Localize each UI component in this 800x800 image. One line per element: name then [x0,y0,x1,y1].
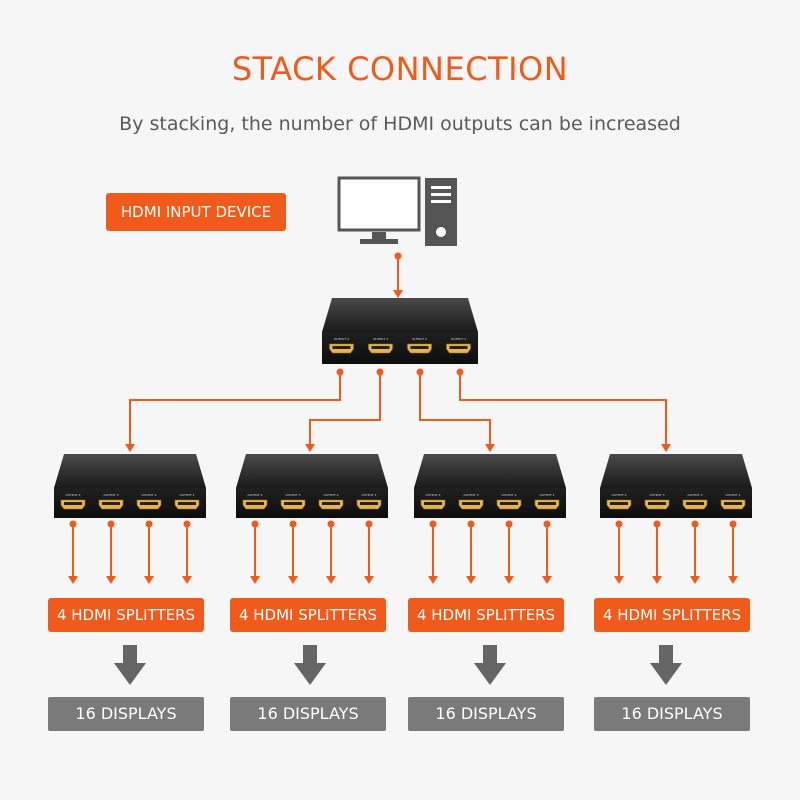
arrow-head [652,576,662,584]
arrow-head [542,576,552,584]
arrow-head [250,576,260,584]
port-label: OUTPUT 2 [412,337,427,341]
splitters-label: 4 HDMI SPLITTERS [48,598,204,632]
arrow-head [485,444,495,452]
connection-line [309,372,381,444]
arrow-head [182,576,192,584]
port-label: OUTPUT 1 [361,493,376,497]
port-label: OUTPUT 2 [323,493,338,497]
port-label: OUTPUT 3 [103,493,118,497]
port-label: OUTPUT 4 [65,493,80,497]
port-label: OUTPUT 1 [451,337,466,341]
port-label: OUTPUT 3 [463,493,478,497]
displays-label: 16 DISPLAYS [230,697,386,731]
connection-line [459,372,667,444]
arrow-head [393,290,403,298]
arrow-head [364,576,374,584]
port-label: OUTPUT 4 [611,493,626,497]
displays-label: 16 DISPLAYS [408,697,564,731]
hdmi-splitter-device: OUTPUT 4 OUTPUT 3 OUTPUT 2 OUTPUT 1 [54,454,206,518]
port-label: OUTPUT 3 [649,493,664,497]
arrow-head [614,576,624,584]
splitters-label: 4 HDMI SPLITTERS [594,598,750,632]
input-device-label: HDMI INPUT DEVICE [106,193,286,231]
splitters-label: 4 HDMI SPLITTERS [408,598,564,632]
arrow-head [305,444,315,452]
page-subtitle: By stacking, the number of HDMI outputs … [119,113,681,135]
monitor-icon [337,176,421,244]
arrow-head [106,576,116,584]
port-label: OUTPUT 3 [373,337,388,341]
hdmi-splitter-device: OUTPUT 4 OUTPUT 3 OUTPUT 2 OUTPUT 1 [600,454,752,518]
page-title: STACK CONNECTION [231,50,569,88]
down-arrows [114,645,682,685]
down-arrow-icon [294,645,326,685]
splitters-label: 4 HDMI SPLITTERS [230,598,386,632]
hdmi-splitter-device: OUTPUT 4 OUTPUT 3 OUTPUT 2 OUTPUT 1 [322,298,478,364]
arrow-head [428,576,438,584]
port-label: OUTPUT 4 [334,337,349,341]
port-label: OUTPUT 4 [247,493,262,497]
port-label: OUTPUT 1 [179,493,194,497]
arrow-head [466,576,476,584]
arrow-head [690,576,700,584]
arrow-head [288,576,298,584]
down-arrow-icon [650,645,682,685]
port-label: OUTPUT 1 [539,493,554,497]
hdmi-splitter-device: OUTPUT 4 OUTPUT 3 OUTPUT 2 OUTPUT 1 [414,454,566,518]
arrow-head [68,576,78,584]
port-label: OUTPUT 2 [501,493,516,497]
down-arrow-icon [114,645,146,685]
displays-label: 16 DISPLAYS [48,697,204,731]
arrow-head [125,444,135,452]
pc-tower-icon [425,178,457,246]
hdmi-splitter-device: OUTPUT 4 OUTPUT 3 OUTPUT 2 OUTPUT 1 [236,454,388,518]
port-label: OUTPUT 4 [425,493,440,497]
port-label: OUTPUT 2 [141,493,156,497]
connection-wires [68,252,738,584]
port-label: OUTPUT 2 [687,493,702,497]
displays-label: 16 DISPLAYS [594,697,750,731]
arrow-head [504,576,514,584]
arrow-head [326,576,336,584]
port-label: OUTPUT 3 [285,493,300,497]
connection-line [419,372,491,444]
arrow-head [728,576,738,584]
connection-line [129,372,341,444]
down-arrow-icon [474,645,506,685]
arrow-head [661,444,671,452]
port-label: OUTPUT 1 [725,493,740,497]
arrow-head [144,576,154,584]
